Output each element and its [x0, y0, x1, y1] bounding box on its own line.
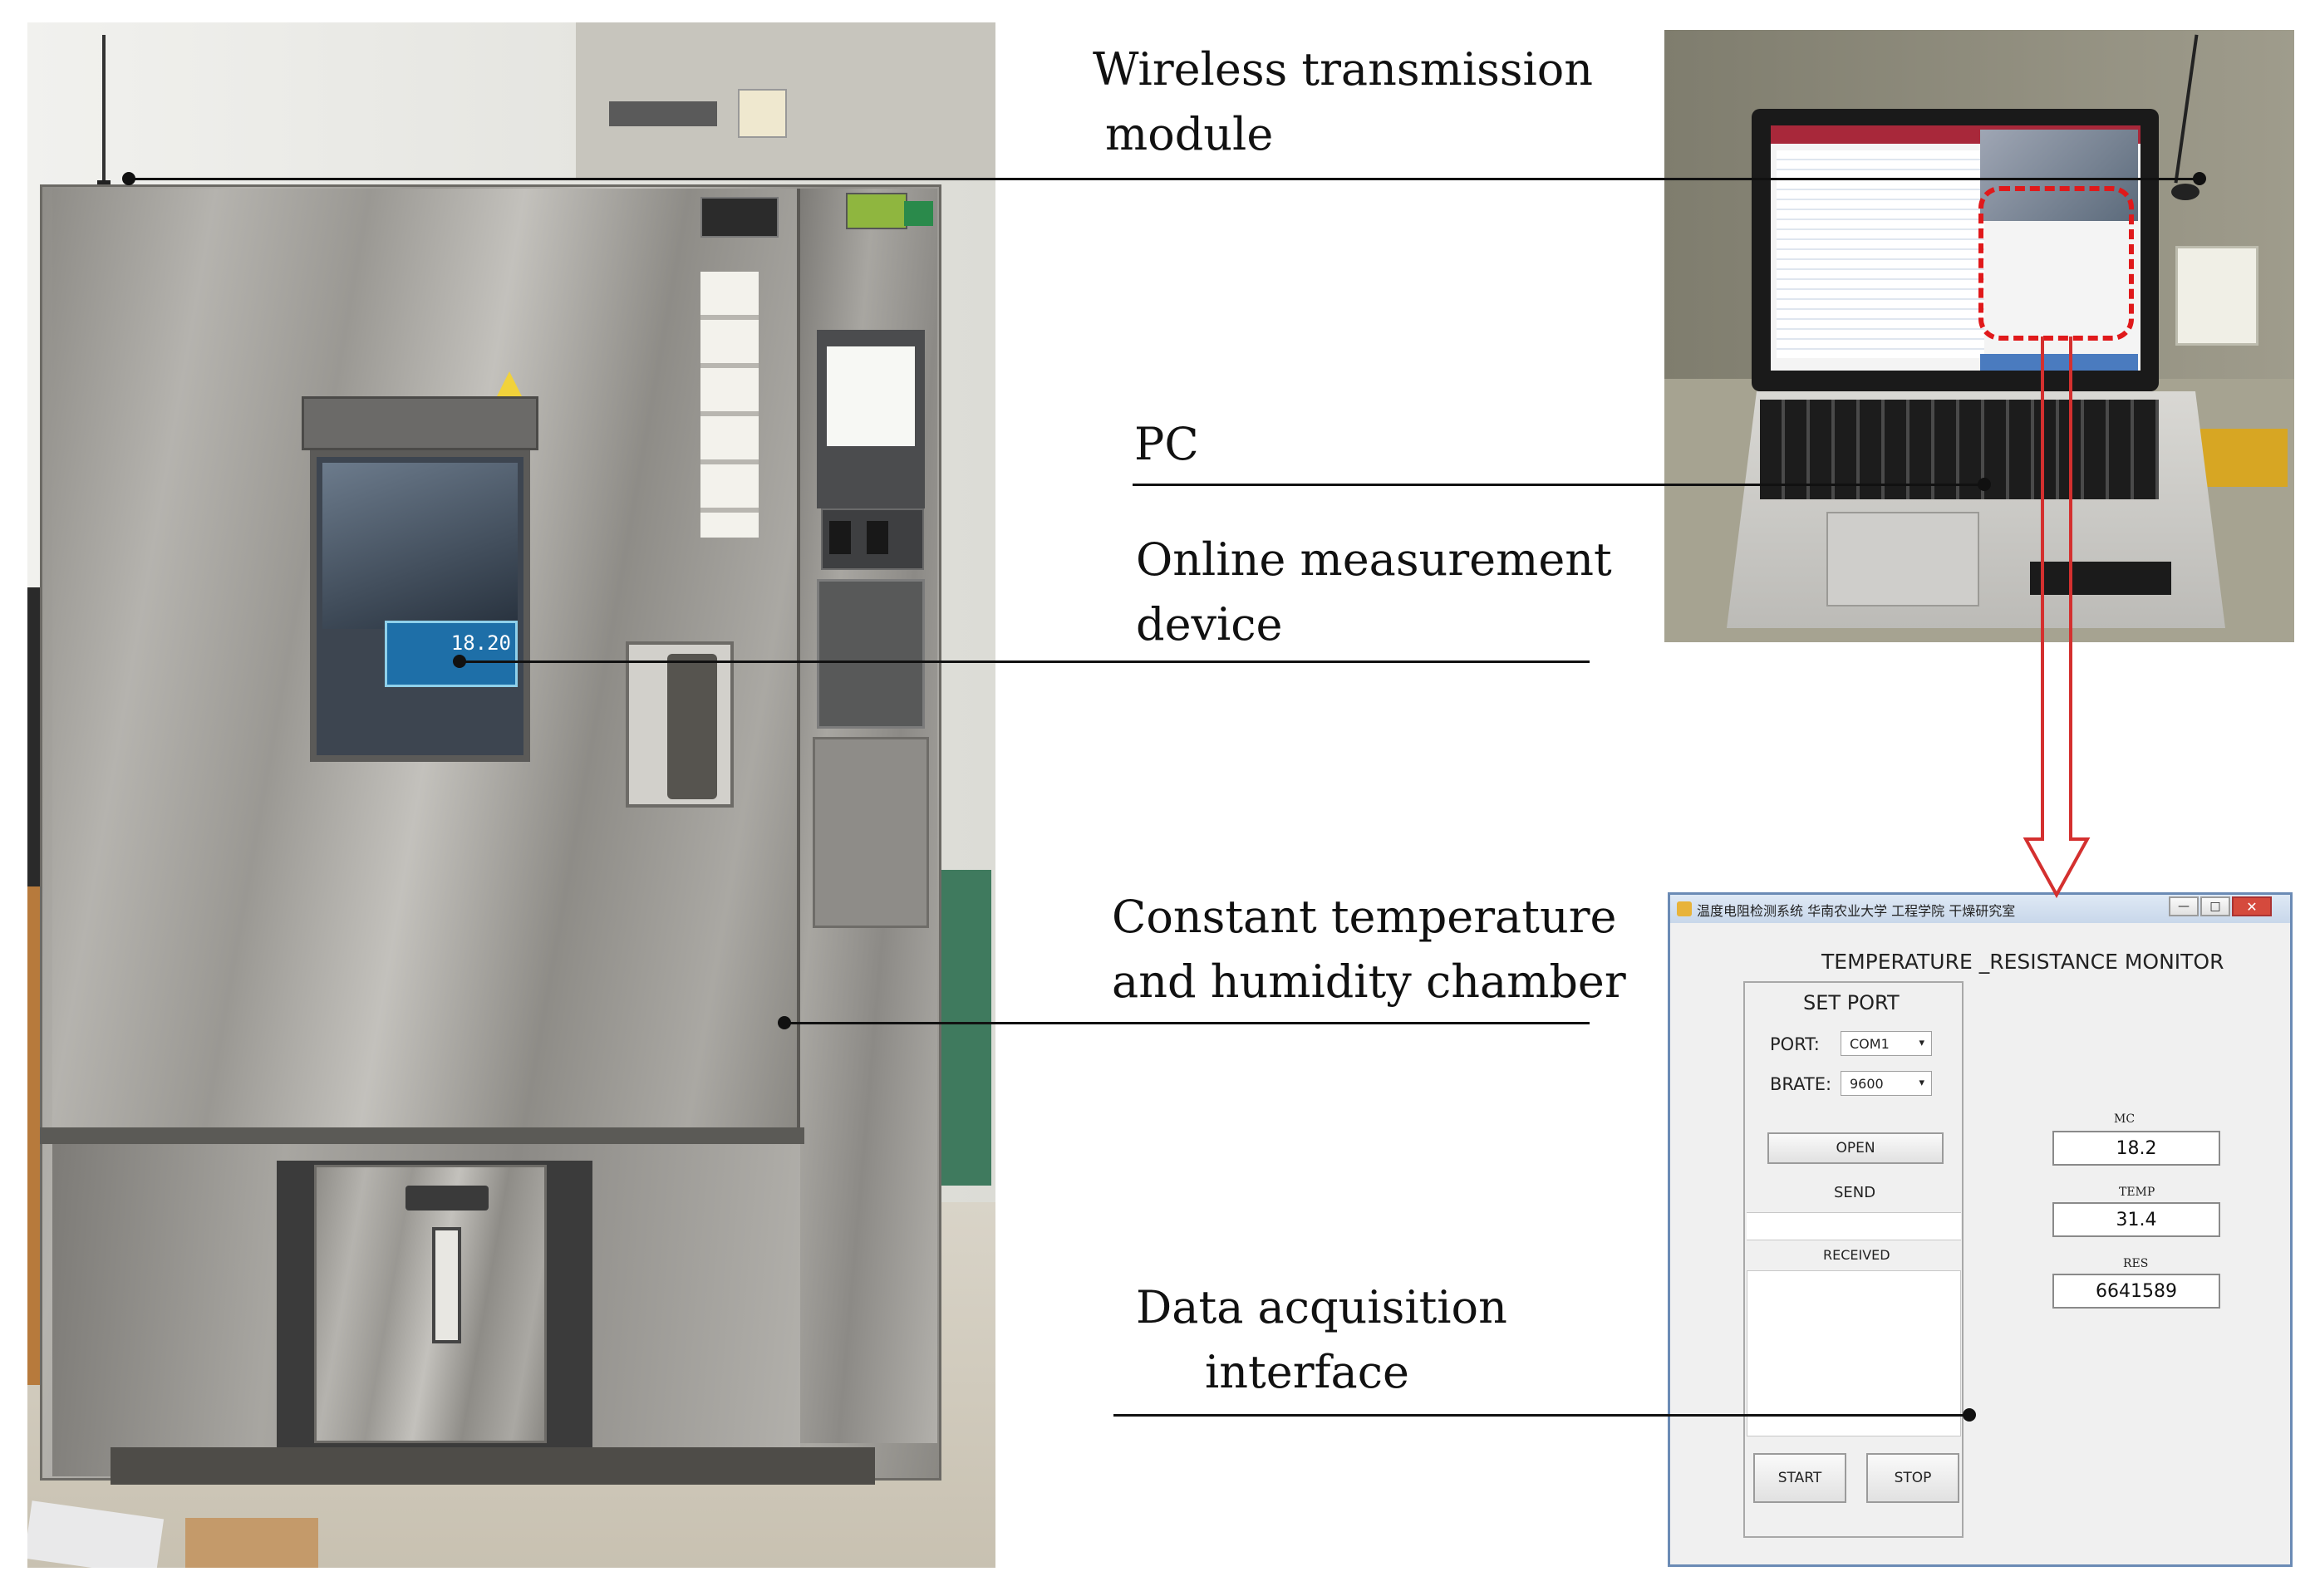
screen-data-grid: [1777, 150, 1984, 358]
wall-socket: [738, 89, 787, 138]
temp-label: TEMP: [2119, 1186, 2155, 1199]
open-button[interactable]: OPEN: [1767, 1132, 1944, 1164]
leader-online: [460, 660, 1590, 663]
arrow-shape: [2023, 336, 2091, 899]
brate-label: BRATE:: [1770, 1074, 1832, 1094]
close-button[interactable]: ✕: [2232, 896, 2272, 916]
send-label: SEND: [1834, 1184, 1876, 1201]
wall-switch: [609, 101, 717, 126]
online-device-screen: [385, 621, 518, 687]
dot-wireless-left: [122, 172, 135, 185]
screen-taskbar: [1980, 354, 2138, 371]
controller-screen: [827, 346, 915, 446]
port-group-box: [1743, 981, 1964, 1538]
drawer: [314, 1165, 547, 1443]
window-hood: [302, 396, 538, 450]
label-online-line1: Online measurement: [1136, 533, 1612, 586]
lower-panel: [813, 737, 929, 928]
switch-1: [829, 521, 851, 554]
antenna-base: [2171, 184, 2199, 200]
screen-image: [1980, 130, 2138, 221]
mc-label: MC: [2114, 1112, 2136, 1126]
start-button[interactable]: START: [1753, 1453, 1846, 1503]
label-chamber-line2: and humidity chamber: [1112, 955, 1626, 1008]
received-textarea[interactable]: [1747, 1270, 1961, 1436]
status-indicator: [846, 193, 907, 229]
chamber-plinth: [111, 1447, 875, 1485]
door-handle: [667, 654, 717, 799]
recorder-panel: [817, 579, 925, 729]
laptop-photo: [1664, 30, 2294, 642]
box-on-floor: [185, 1518, 318, 1568]
data-acquisition-window: 温度电阻检测系统 华南农业大学 工程学院 干燥研究室 — □ ✕ TEMPERA…: [1668, 892, 2293, 1567]
label-online-line2: device: [1136, 598, 1283, 651]
switch-2: [867, 521, 888, 554]
minimize-button[interactable]: —: [2169, 896, 2199, 916]
red-arrow: [2023, 336, 2091, 899]
status-label: [904, 201, 933, 226]
drawer-handle: [405, 1186, 489, 1211]
temp-value-box: 31.4: [2052, 1202, 2220, 1237]
chevron-down-icon: ▾: [1919, 1077, 1924, 1089]
touchpad: [1826, 512, 1979, 606]
res-value-box: 6641589: [2052, 1274, 2220, 1309]
label-daq-line2: interface: [1205, 1346, 1409, 1398]
stop-button[interactable]: STOP: [1866, 1453, 1959, 1503]
label-chamber-line1: Constant temperature: [1112, 891, 1617, 943]
maximize-button[interactable]: □: [2200, 896, 2230, 916]
mc-value-box: 18.2: [2052, 1131, 2220, 1166]
port-label: PORT:: [1770, 1034, 1820, 1054]
dot-daq: [1963, 1408, 1976, 1422]
leader-wireless: [129, 178, 2199, 180]
chamber-photo: 18.20: [27, 22, 995, 1568]
leader-daq: [1113, 1414, 1969, 1417]
send-input[interactable]: [1747, 1212, 1961, 1240]
leader-pc: [1133, 484, 1984, 486]
label-pc: PC: [1134, 418, 1199, 470]
brate-select-value: 9600: [1850, 1075, 1884, 1092]
wall-socket: [2175, 246, 2258, 346]
leader-chamber: [784, 1022, 1590, 1024]
monitor-heading: TEMPERATURE _RESISTANCE MONITOR: [1821, 950, 2224, 974]
water-gauge: [432, 1227, 461, 1343]
brand-badge: [700, 197, 779, 238]
dot-wireless-right: [2193, 172, 2206, 185]
received-label: RECEIVED: [1823, 1247, 1890, 1263]
highlight-dashed-box: [1978, 186, 2134, 341]
label-wireless-line1: Wireless transmission: [1093, 43, 1594, 96]
warning-stickers: [700, 272, 759, 538]
label-daq-line1: Data acquisition: [1136, 1281, 1507, 1333]
port-select-value: COM1: [1850, 1035, 1890, 1052]
dot-online: [453, 655, 466, 668]
device-reading: 18.20: [450, 631, 511, 655]
door-bottom-edge: [40, 1127, 804, 1144]
dot-chamber: [778, 1016, 791, 1029]
antenna-rod: [102, 35, 106, 201]
app-icon: [1677, 901, 1692, 916]
chevron-down-icon: ▾: [1919, 1037, 1924, 1049]
port-select[interactable]: COM1 ▾: [1841, 1031, 1932, 1056]
brate-select[interactable]: 9600 ▾: [1841, 1071, 1932, 1096]
dot-pc: [1978, 478, 1991, 491]
label-wireless-line2: module: [1105, 108, 1274, 160]
window-title: 温度电阻检测系统 华南农业大学 工程学院 干燥研究室: [1697, 903, 2016, 919]
window-reflection: [322, 463, 518, 629]
res-label: RES: [2123, 1257, 2149, 1270]
laptop-sticker-strip: [2030, 562, 2171, 595]
keyboard: [1760, 400, 2159, 499]
set-port-label: SET PORT: [1803, 991, 1900, 1014]
